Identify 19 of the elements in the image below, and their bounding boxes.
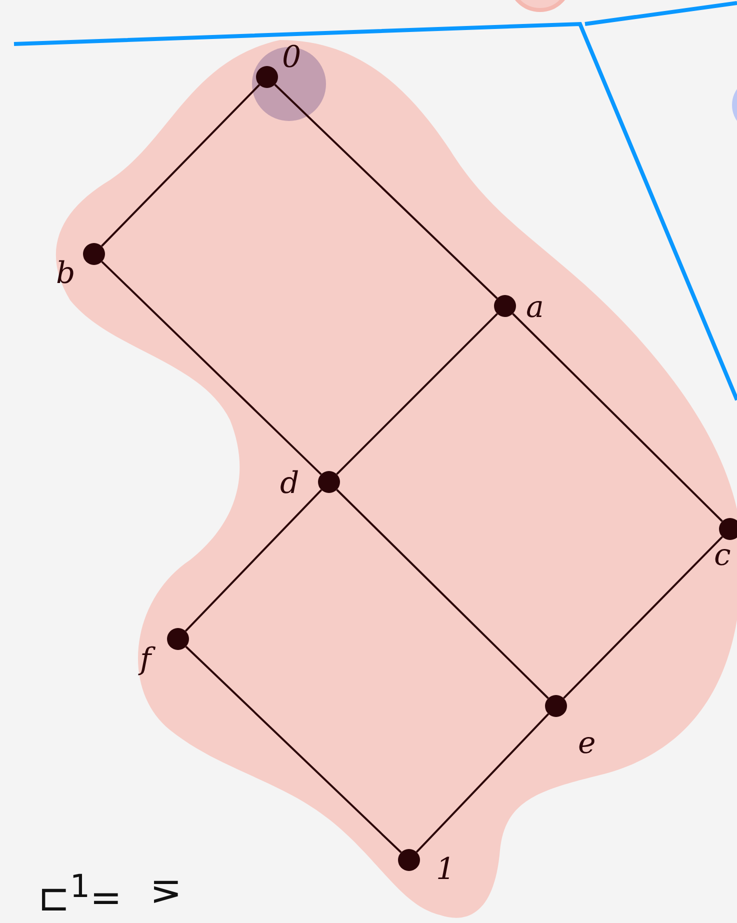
- order-line: [416, 713, 550, 853]
- point-label: 0: [282, 40, 302, 76]
- order-line: [336, 313, 498, 475]
- order-line: [184, 489, 322, 632]
- point-label: b: [56, 256, 76, 292]
- point-label: 1: [436, 852, 456, 888]
- point-label: d: [280, 466, 300, 502]
- point-label: e: [578, 726, 596, 762]
- formula-text: ⊏$^{1}$=: [38, 868, 122, 922]
- order-line: [336, 489, 549, 699]
- point-label: a: [526, 290, 544, 326]
- order-line: [563, 536, 723, 699]
- order-line: [185, 646, 402, 854]
- order-line: [512, 313, 723, 522]
- point-label: c: [714, 538, 731, 574]
- order-line: [274, 84, 498, 300]
- formula-text: ⋝: [150, 868, 182, 914]
- order-line: [101, 260, 322, 476]
- order-line: [100, 84, 260, 247]
